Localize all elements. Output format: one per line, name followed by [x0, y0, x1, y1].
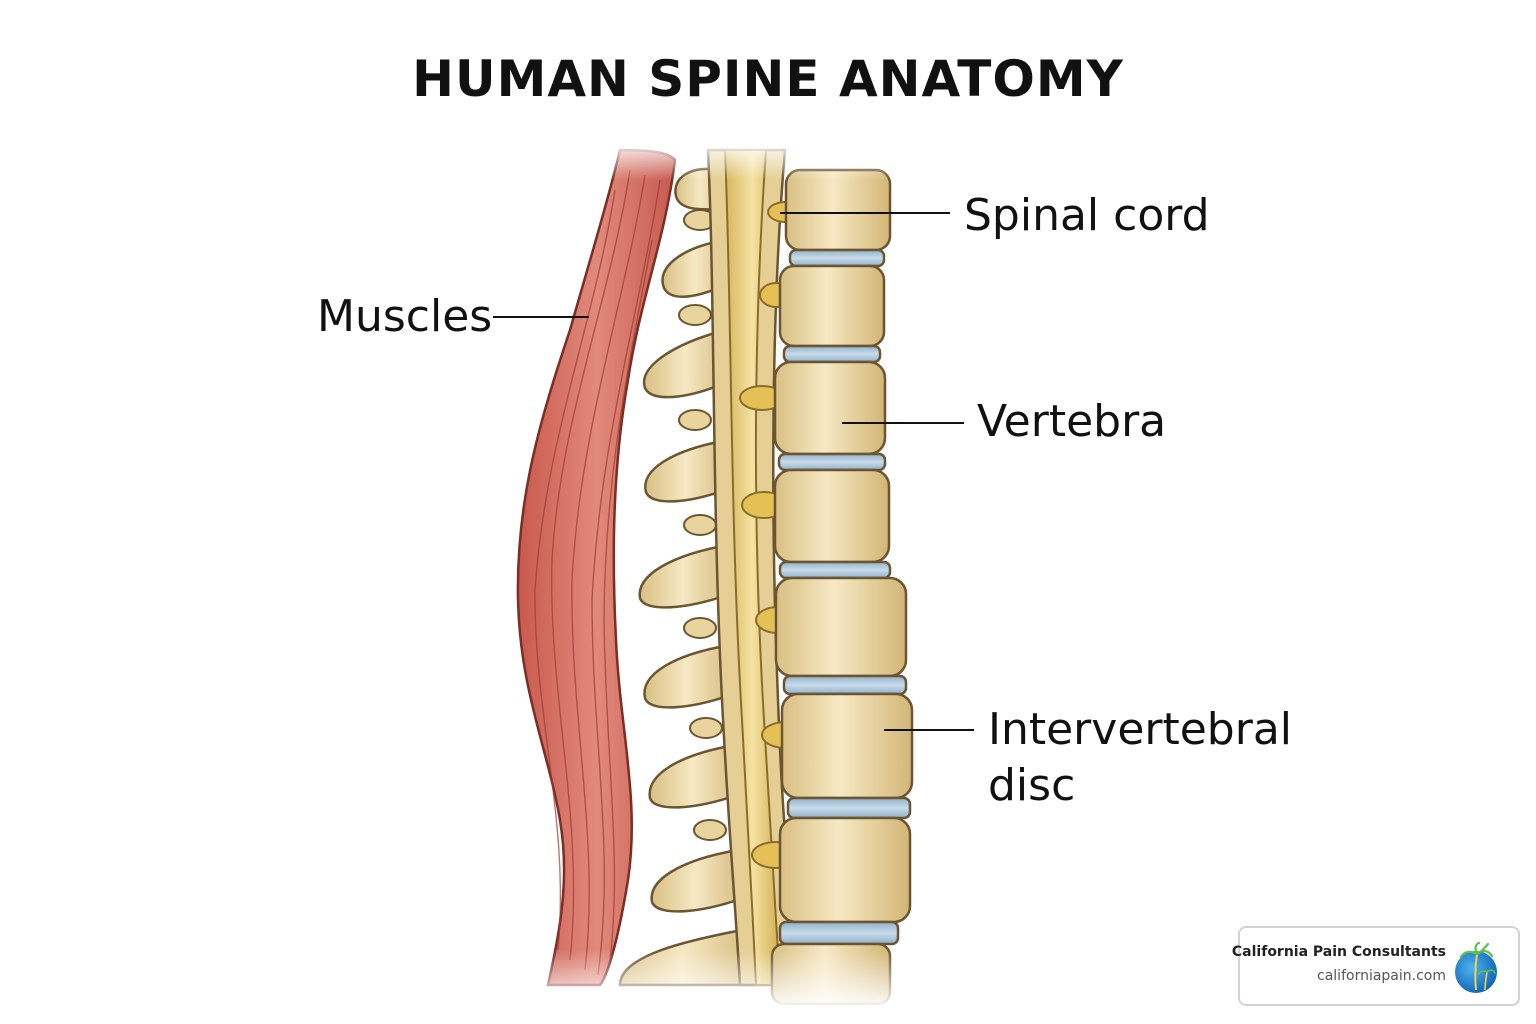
spinal-cord-leader [780, 212, 950, 214]
intervertebral-disc [777, 452, 887, 472]
muscles-label: Muscles [317, 291, 493, 342]
intervertebral-disc [786, 796, 912, 820]
intervertebral-disc [782, 674, 908, 696]
vertebra-body [784, 168, 892, 252]
vertebra-body [780, 692, 914, 800]
brand-name: California Pain Consultants [1231, 944, 1446, 960]
vertebra-body [774, 576, 908, 678]
facet-joints [678, 209, 727, 841]
intervertebral-disc [788, 248, 886, 268]
vertebral-column [770, 168, 914, 1006]
intervertebral-disc [778, 920, 900, 946]
intervertebral-disc-label: Intervertebral disc [988, 704, 1293, 811]
intervertebral-disc [782, 344, 882, 364]
vertebra-body [778, 816, 912, 924]
vertebra-body [778, 264, 886, 348]
palm-tree-globe-icon [1455, 942, 1497, 993]
brand-card[interactable]: California Pain Consultants californiapa… [1232, 926, 1520, 1006]
vertebra-body [773, 360, 887, 456]
vertebra-leader [842, 422, 964, 424]
muscle-illustration [516, 148, 677, 987]
page-title: HUMAN SPINE ANATOMY [412, 50, 1124, 108]
vertebra-label: Vertebra [977, 396, 1167, 447]
muscles-leader [493, 316, 589, 318]
vertebra-body [773, 468, 891, 564]
spinal-cord-label: Spinal cord [964, 190, 1210, 241]
intervertebral-disc [778, 560, 892, 580]
intervertebral-disc-leader [884, 729, 974, 731]
brand-url[interactable]: californiapain.com [1317, 968, 1446, 984]
